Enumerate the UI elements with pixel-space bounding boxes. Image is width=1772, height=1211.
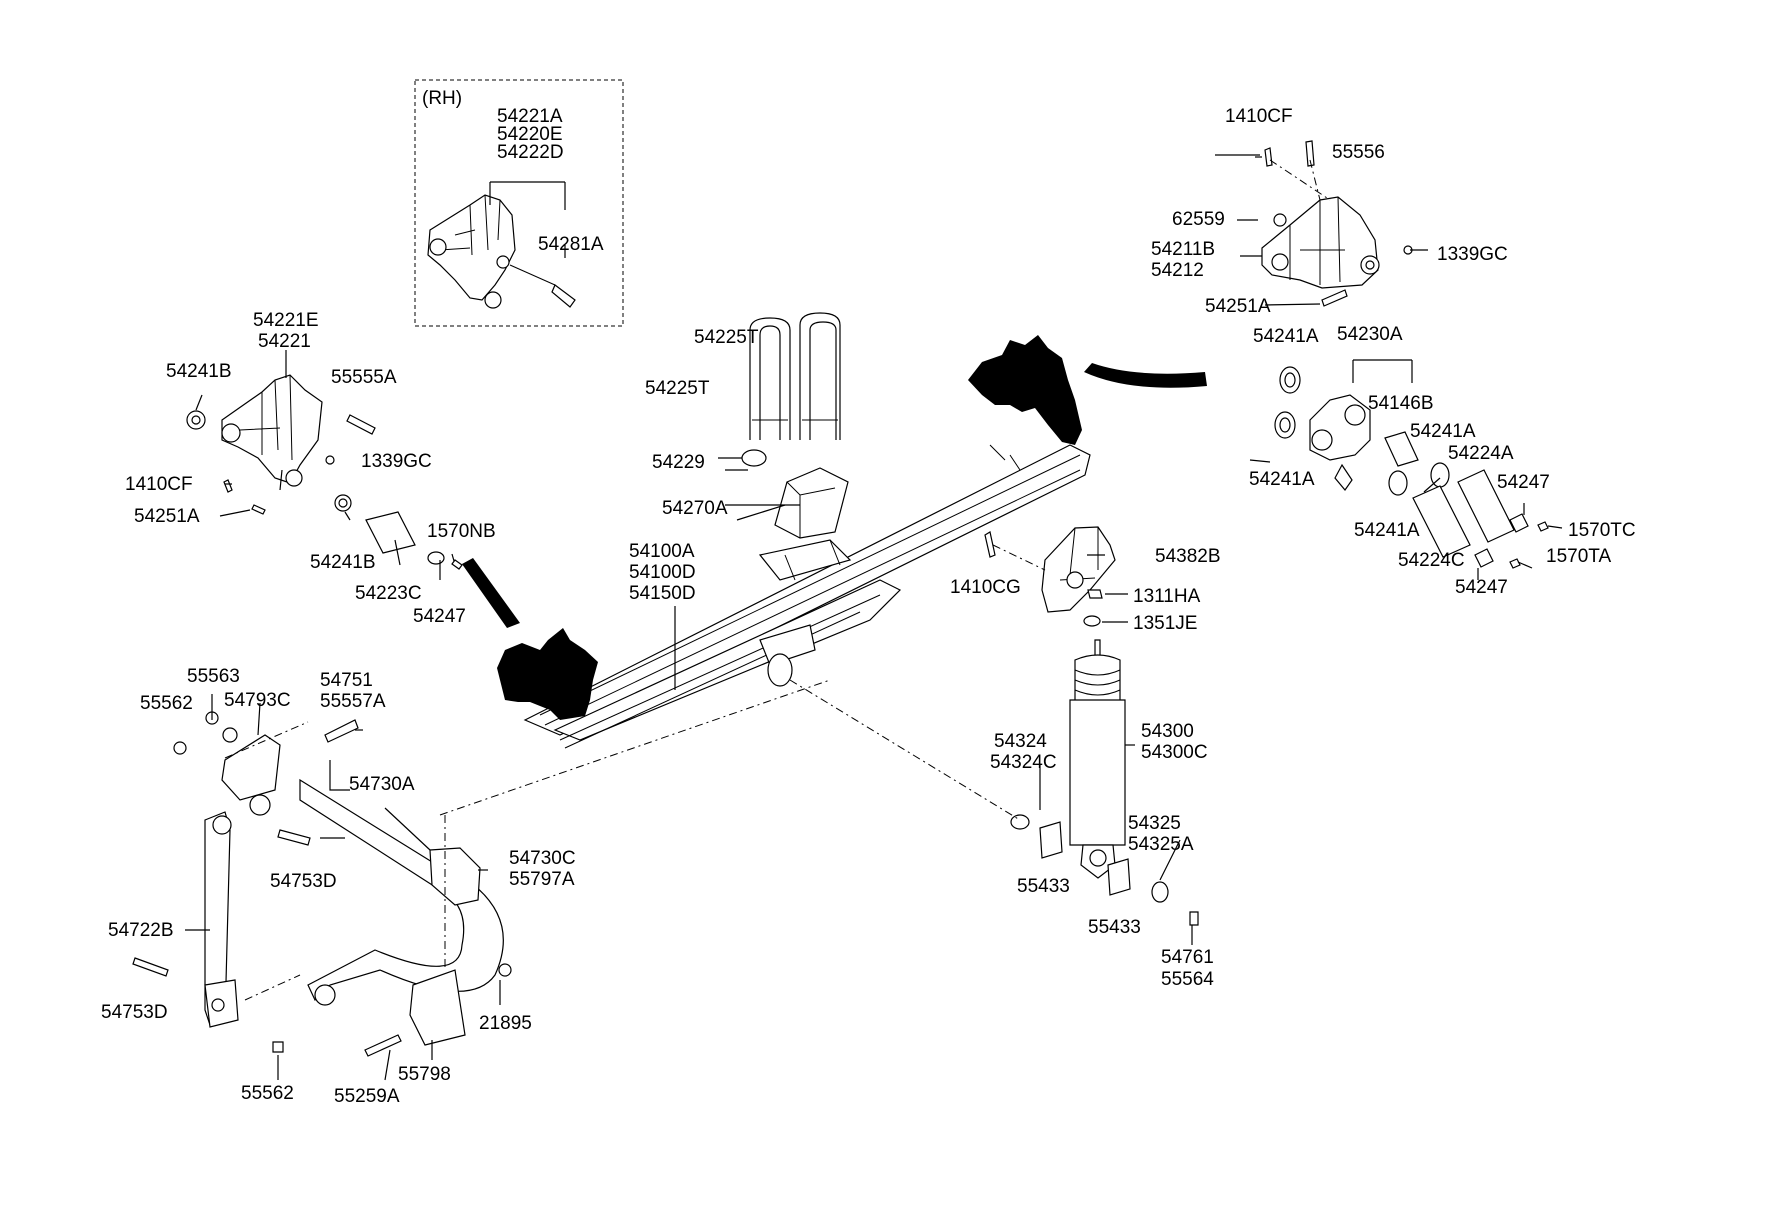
label-55563[interactable]: 55563 xyxy=(187,666,240,687)
label-54241B[interactable]: 54241B xyxy=(166,361,232,382)
label-54241A-4[interactable]: 54241A xyxy=(1354,520,1420,541)
label-54224A[interactable]: 54224A xyxy=(1448,443,1514,464)
label-54324C[interactable]: 54324C xyxy=(990,752,1057,773)
arrow-front xyxy=(462,558,520,628)
label-54212[interactable]: 54212 xyxy=(1151,260,1204,281)
label-54241B-2[interactable]: 54241B xyxy=(310,552,376,573)
label-1311HA[interactable]: 1311HA xyxy=(1133,586,1201,607)
label-55433-2[interactable]: 55433 xyxy=(1088,917,1141,938)
label-55562-2[interactable]: 55562 xyxy=(241,1083,294,1104)
label-55564[interactable]: 55564 xyxy=(1161,969,1214,990)
label-54224C[interactable]: 54224C xyxy=(1398,550,1465,571)
label-55555A[interactable]: 55555A xyxy=(331,367,397,388)
label-55557A[interactable]: 55557A xyxy=(320,691,386,712)
label-54281A[interactable]: 54281A xyxy=(538,234,604,255)
label-54146B[interactable]: 54146B xyxy=(1368,393,1434,414)
shock-bracket-part xyxy=(984,526,1116,627)
label-54324[interactable]: 54324 xyxy=(994,731,1047,752)
label-54325A[interactable]: 54325A xyxy=(1128,834,1194,855)
rh-leader xyxy=(489,181,566,258)
label-1570NB[interactable]: 1570NB xyxy=(427,521,496,542)
rh-bracket-part xyxy=(427,194,576,309)
label-54225T[interactable]: 54225T xyxy=(694,327,759,348)
label-21895[interactable]: 21895 xyxy=(479,1013,532,1034)
label-54150D[interactable]: 54150D xyxy=(629,583,696,604)
label-54221[interactable]: 54221 xyxy=(258,331,311,352)
arrow-rear xyxy=(1084,363,1207,388)
label-55259A[interactable]: 55259A xyxy=(334,1086,400,1107)
label-54241A-2[interactable]: 54241A xyxy=(1410,421,1476,442)
label-1410CF-2[interactable]: 1410CF xyxy=(1225,106,1293,127)
label-62559[interactable]: 62559 xyxy=(1172,209,1225,230)
shackle-bracket-part xyxy=(1261,140,1413,307)
label-54753D-2[interactable]: 54753D xyxy=(101,1002,168,1023)
label-54730A[interactable]: 54730A xyxy=(349,774,415,795)
label-54270A[interactable]: 54270A xyxy=(662,498,728,519)
front-hanger-part xyxy=(186,374,463,570)
shackle-parts xyxy=(1274,366,1549,569)
leaf-spring-part xyxy=(523,444,1091,749)
label-54300[interactable]: 54300 xyxy=(1141,721,1194,742)
label-54225T-2[interactable]: 54225T xyxy=(645,378,710,399)
label-55562[interactable]: 55562 xyxy=(140,693,193,714)
label-54223C[interactable]: 54223C xyxy=(355,583,422,604)
label-54761[interactable]: 54761 xyxy=(1161,947,1214,968)
label-54722B[interactable]: 54722B xyxy=(108,920,174,941)
label-54247-2[interactable]: 54247 xyxy=(1497,472,1550,493)
label-1339GC[interactable]: 1339GC xyxy=(361,451,432,472)
label-54230A[interactable]: 54230A xyxy=(1337,324,1403,345)
label-1410CG[interactable]: 1410CG xyxy=(950,577,1021,598)
label-1570TA[interactable]: 1570TA xyxy=(1546,546,1611,567)
label-1570TC[interactable]: 1570TC xyxy=(1568,520,1636,541)
leader-lines xyxy=(185,154,1563,1081)
label-54247-3[interactable]: 54247 xyxy=(1455,577,1508,598)
part-labels: 54221A 54220E 54222D 54281A 54221E 54221… xyxy=(101,106,1636,1107)
label-55433[interactable]: 55433 xyxy=(1017,876,1070,897)
label-54247[interactable]: 54247 xyxy=(413,606,466,627)
u-bolts-part xyxy=(741,312,849,561)
rh-inset-box xyxy=(414,79,624,327)
label-55798[interactable]: 55798 xyxy=(398,1064,451,1085)
label-1339GC-2[interactable]: 1339GC xyxy=(1437,244,1508,265)
label-54229[interactable]: 54229 xyxy=(652,452,705,473)
label-54100D[interactable]: 54100D xyxy=(629,562,696,583)
label-1410CF[interactable]: 1410CF xyxy=(125,474,193,495)
label-54325[interactable]: 54325 xyxy=(1128,813,1181,834)
label-54793C[interactable]: 54793C xyxy=(224,690,291,711)
label-54751[interactable]: 54751 xyxy=(320,670,373,691)
label-54221A[interactable]: 54221A xyxy=(497,106,563,127)
front-eye-silhouette xyxy=(497,628,598,720)
label-54251A[interactable]: 54251A xyxy=(134,506,200,527)
label-54220E[interactable]: 54220E xyxy=(497,124,563,145)
label-54251A-2[interactable]: 54251A xyxy=(1205,296,1271,317)
inset-title: (RH) xyxy=(422,88,462,109)
label-54222D[interactable]: 54222D xyxy=(497,142,564,163)
label-54100A[interactable]: 54100A xyxy=(629,541,695,562)
label-54241A[interactable]: 54241A xyxy=(1253,326,1319,347)
shock-absorber-part xyxy=(789,639,1199,926)
label-54241A-3[interactable]: 54241A xyxy=(1249,469,1315,490)
shackle-leader xyxy=(1352,359,1413,383)
label-55797A[interactable]: 55797A xyxy=(509,869,575,890)
label-54221E[interactable]: 54221E xyxy=(253,310,319,331)
rear-eye-silhouette xyxy=(968,335,1082,445)
label-54730C[interactable]: 54730C xyxy=(509,848,576,869)
label-55556[interactable]: 55556 xyxy=(1332,142,1385,163)
label-1351JE[interactable]: 1351JE xyxy=(1133,613,1197,634)
label-54300C[interactable]: 54300C xyxy=(1141,742,1208,763)
label-54382B[interactable]: 54382B xyxy=(1155,546,1221,567)
label-54753D[interactable]: 54753D xyxy=(270,871,337,892)
stabilizer-bar-part xyxy=(132,679,831,1057)
label-54211B[interactable]: 54211B xyxy=(1151,239,1215,260)
